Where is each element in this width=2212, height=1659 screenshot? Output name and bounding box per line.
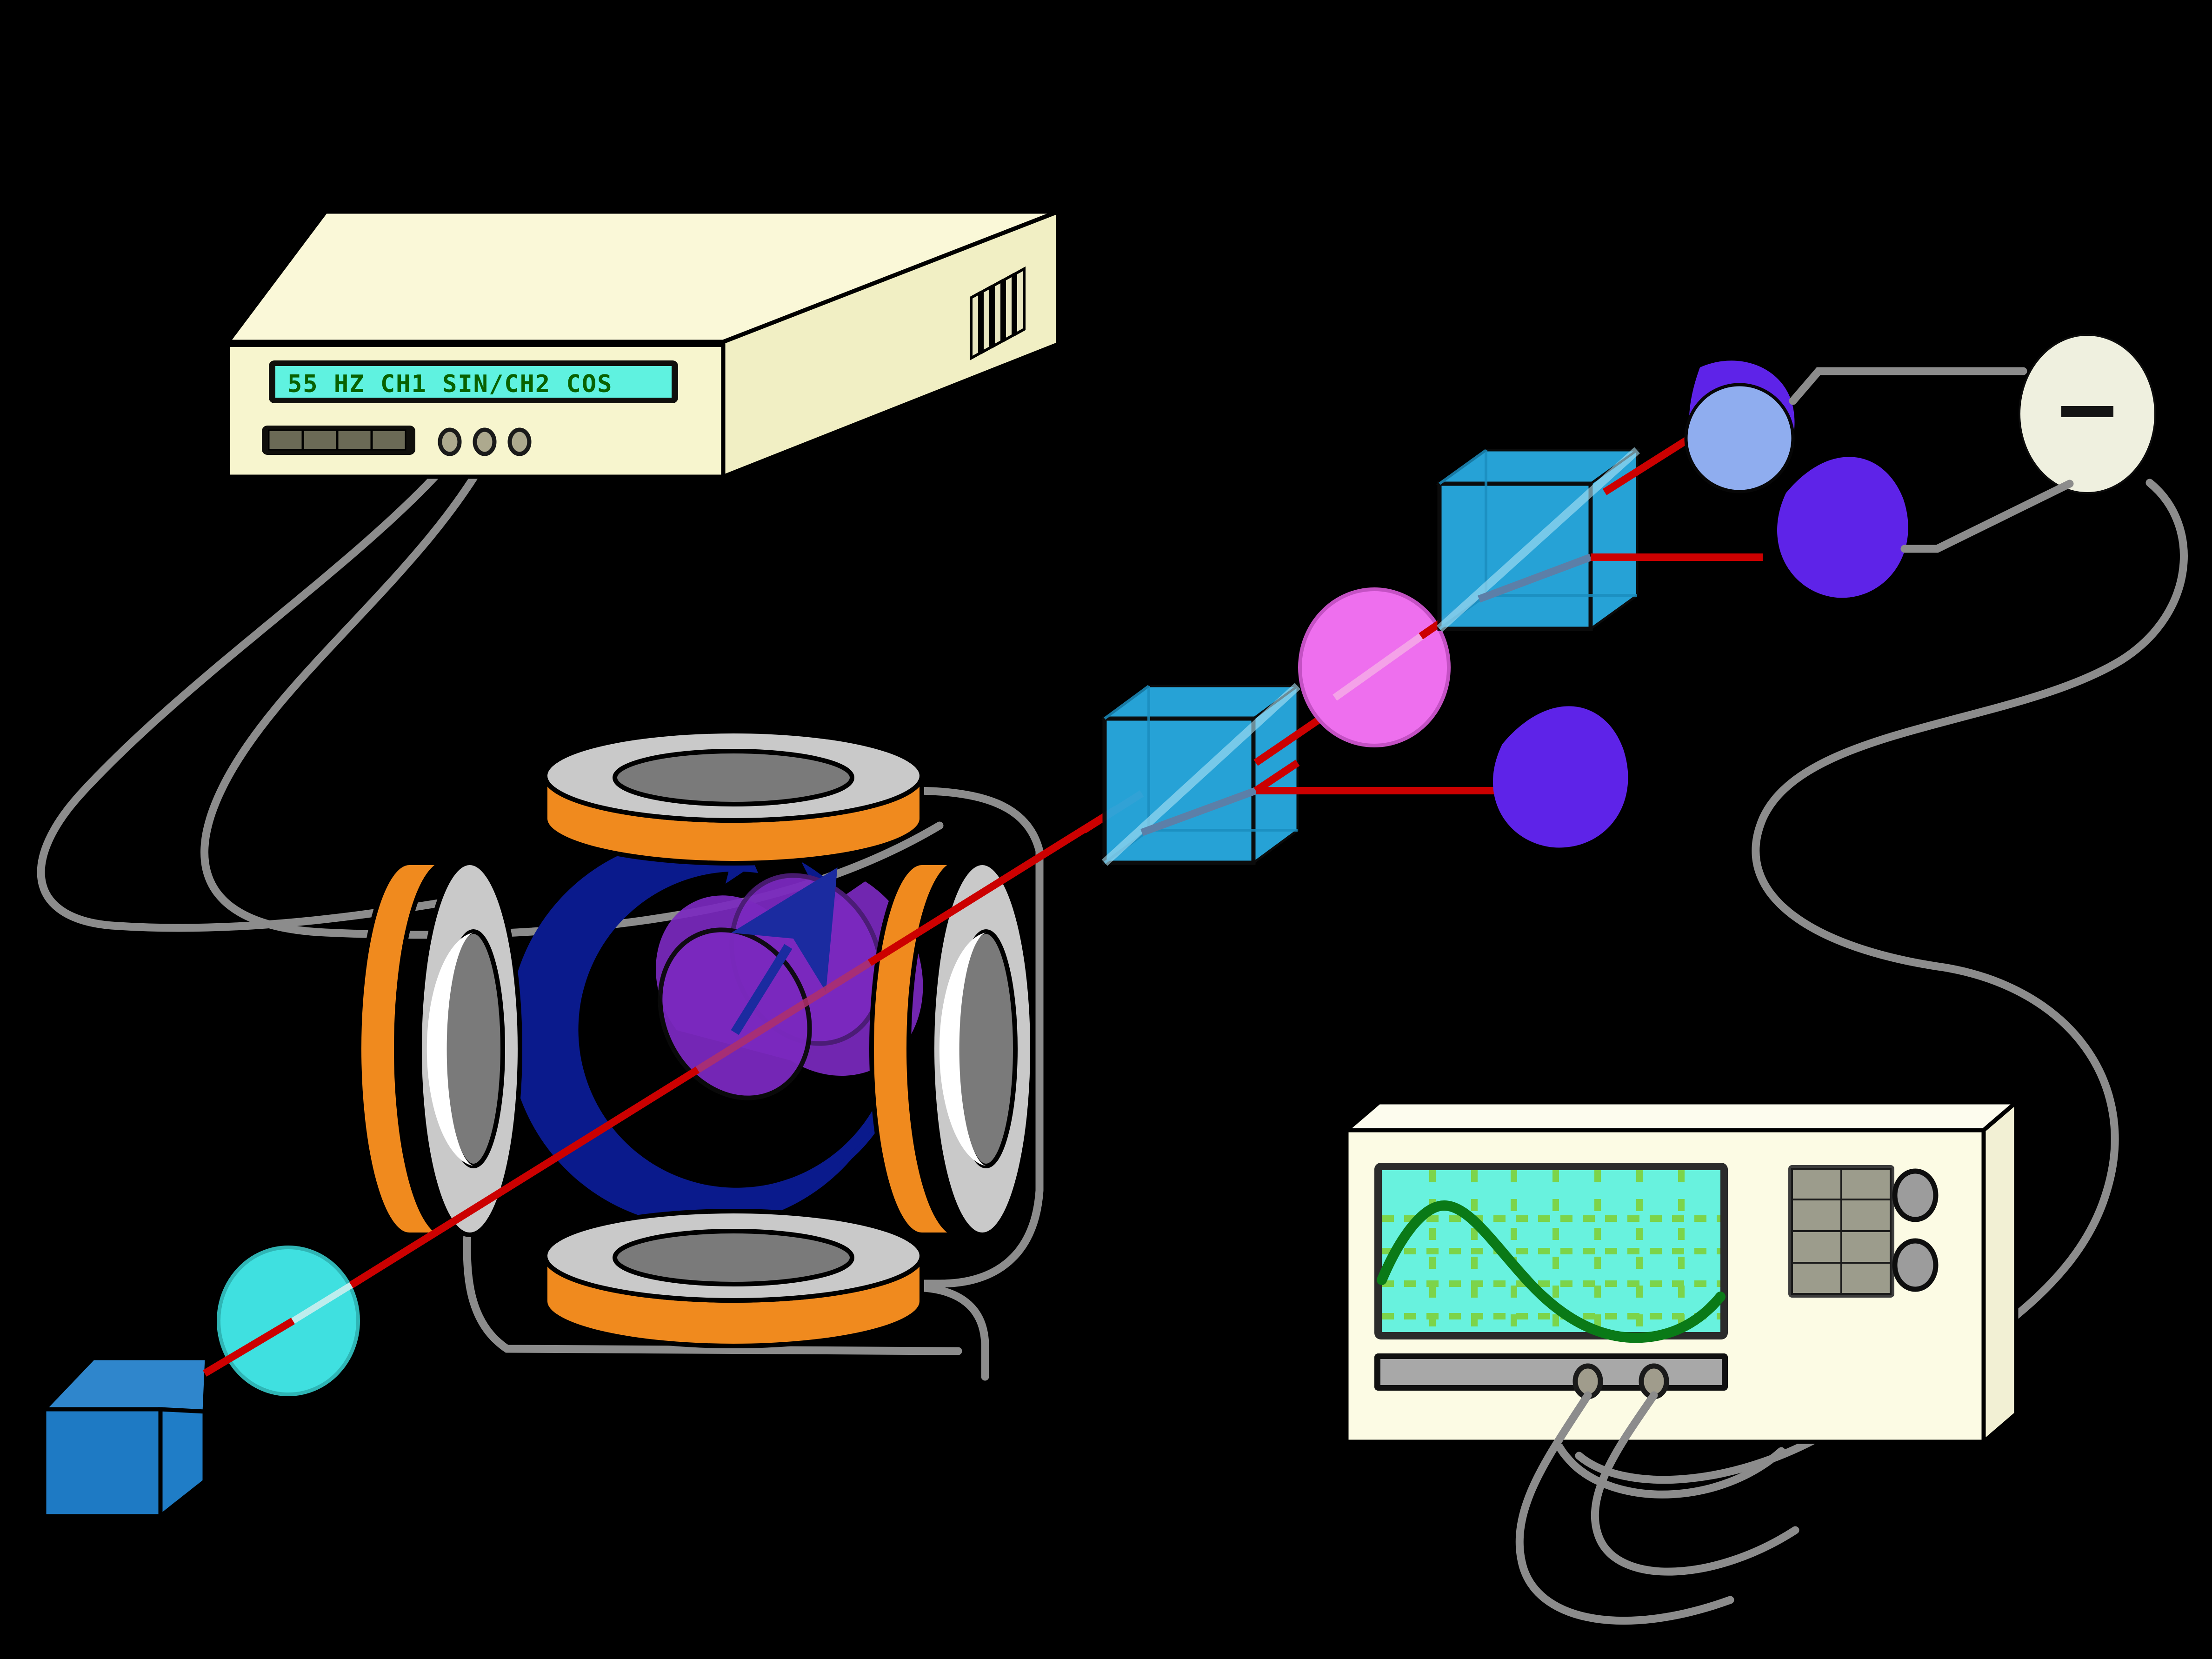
cable-scope-p1 — [1515, 1391, 1734, 1625]
cable-left-coil-down — [463, 1228, 962, 1355]
beam-exit-cube1-up — [1253, 760, 1300, 794]
button-key-3[interactable] — [337, 429, 372, 451]
beam-seg-source — [202, 1318, 295, 1377]
photodetector-1 — [1492, 706, 1628, 848]
oscilloscope-screen — [1374, 1163, 1728, 1343]
output-port-3[interactable] — [507, 427, 532, 456]
button-key-1[interactable] — [268, 429, 303, 451]
coil-right-side — [869, 860, 959, 1237]
cable-det3-to-amp — [1789, 367, 2027, 405]
beam-seg-in-lens — [291, 1281, 355, 1324]
button-key-2[interactable] — [302, 429, 338, 451]
coil-right-bore-highlight — [939, 933, 986, 1166]
keypad-key-8[interactable] — [1840, 1262, 1892, 1295]
spin-vector-arrow — [731, 867, 838, 1035]
oscilloscope-knob-2[interactable] — [1892, 1238, 1939, 1292]
cable-group-trap — [463, 786, 1044, 1381]
lcd-readout-text: 55 HZ CH1 SIN/CH2 COS — [287, 370, 613, 398]
keypad-key-6[interactable] — [1840, 1230, 1892, 1264]
oscilloscope-knob-1[interactable] — [1892, 1168, 1939, 1222]
function-generator-lcd: 55 HZ CH1 SIN/CH2 COS — [269, 360, 678, 403]
coil-top — [543, 729, 924, 866]
photodetector-3-face — [1684, 383, 1795, 493]
laser-side-face — [158, 1407, 207, 1521]
cable-fg-to-left-coil — [37, 438, 469, 932]
keypad-key-2[interactable] — [1840, 1168, 1892, 1200]
laser-beam-path — [202, 790, 1144, 1377]
coil-left — [357, 860, 522, 1237]
function-generator-ports[interactable] — [438, 427, 532, 456]
cable-bottom-coil-right — [908, 1283, 989, 1381]
photodetector-2 — [1777, 457, 1908, 598]
waveplate — [1298, 587, 1451, 747]
photodetector-2-body — [1777, 457, 1908, 598]
oscilloscope-top-face — [1340, 1100, 2022, 1133]
coil-bottom — [543, 1209, 924, 1348]
output-port-1[interactable] — [438, 427, 462, 456]
cable-det2-to-amp — [1900, 480, 2074, 553]
coil-left-side — [357, 860, 447, 1237]
oscilloscope-slot-bar — [1374, 1353, 1728, 1391]
beamsplitter-cube-1 — [1101, 683, 1301, 866]
coil-bottom-bore — [613, 1229, 854, 1286]
beam-seg-exit-cell — [867, 806, 1119, 966]
differential-amplifier[interactable] — [2019, 334, 2156, 494]
coil-left-bore-highlight — [426, 933, 473, 1166]
cable-scope-p2 — [1591, 1391, 1799, 1576]
beam-inside-cube1 — [1140, 787, 1257, 836]
keypad-key-3[interactable] — [1791, 1199, 1842, 1232]
function-generator-side-face — [721, 208, 1060, 480]
beamsplitter-cube-2 — [1436, 447, 1641, 632]
oscilloscope[interactable] — [1340, 1098, 2022, 1446]
coil-top-bore — [613, 749, 854, 806]
cable-group-scope-ports — [1515, 1391, 1799, 1625]
keypad-key-7[interactable] — [1791, 1262, 1842, 1295]
beam-seg-in-cell — [695, 959, 872, 1073]
button-key-4[interactable] — [371, 429, 406, 451]
screen-grid-horizontal — [1382, 1215, 1720, 1319]
function-generator-button-strip[interactable] — [262, 426, 415, 455]
cube1-split-plane — [1101, 683, 1301, 866]
keypad-key-1[interactable] — [1791, 1168, 1842, 1200]
output-port-2[interactable] — [473, 427, 497, 456]
oscilloscope-keypad[interactable] — [1788, 1165, 1894, 1298]
coil-right — [869, 860, 1035, 1237]
function-generator[interactable]: 55 HZ CH1 SIN/CH2 COS — [224, 208, 1062, 480]
beam-inside-waveplate — [1333, 632, 1426, 701]
screen-trace — [1377, 1200, 1726, 1343]
differential-amplifier-minus-symbol — [2061, 406, 2113, 417]
cable-top-coil-right — [906, 786, 1044, 1288]
lcd-screen — [275, 366, 672, 398]
keypad-key-5[interactable] — [1791, 1230, 1842, 1264]
cube2-split-plane — [1436, 447, 1640, 632]
keypad-key-4[interactable] — [1840, 1199, 1892, 1232]
beam-inside-cube2 — [1478, 553, 1592, 603]
photodetector-3 — [1684, 360, 1795, 493]
function-generator-vent-slots — [970, 266, 1026, 361]
laser-front-face — [42, 1407, 163, 1519]
beam-seg-to-cell — [349, 1066, 700, 1288]
laser-source[interactable] — [39, 1356, 209, 1521]
photodetector-1-body — [1492, 706, 1628, 848]
oscilloscope-side-face — [1981, 1098, 2019, 1446]
